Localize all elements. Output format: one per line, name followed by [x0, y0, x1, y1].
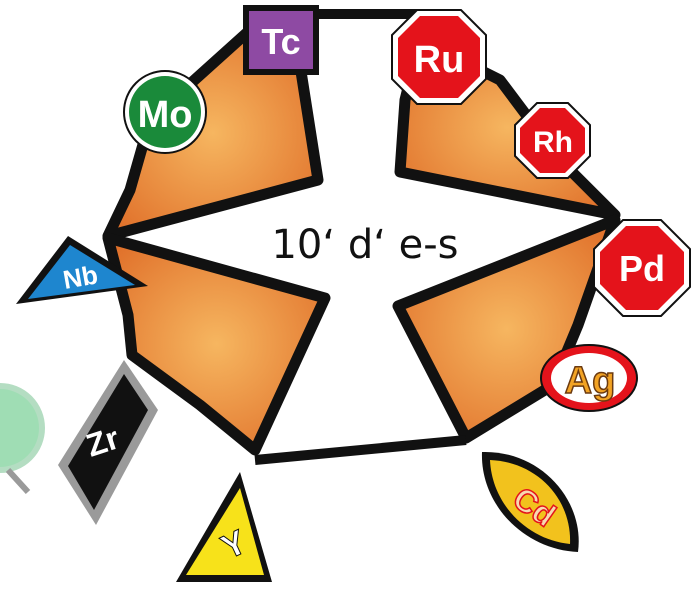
element-ru-symbol: Ru [414, 39, 465, 81]
element-tc: Tc [243, 5, 319, 75]
element-y: Y [176, 472, 272, 582]
element-mo-symbol: Mo [138, 94, 193, 136]
center-label: 10ʻ dʻ e-s [271, 222, 458, 268]
element-mo: Mo [124, 71, 206, 153]
element-ag: Ag [541, 345, 637, 411]
element-zr: Zr [58, 360, 158, 525]
partial-element-offscreen [0, 386, 42, 492]
element-nb-symbol: Nb [61, 259, 100, 295]
element-pd: Pd [594, 220, 690, 316]
element-rh: Rh [515, 103, 590, 178]
element-tc-symbol: Tc [261, 21, 300, 62]
element-ru: Ru [392, 10, 486, 104]
element-pd-symbol: Pd [619, 248, 665, 289]
bottom-connector-line [255, 440, 466, 460]
element-ag-symbol: Ag [565, 360, 616, 402]
element-cd: Cd [482, 452, 579, 552]
element-rh-symbol: Rh [533, 126, 573, 159]
